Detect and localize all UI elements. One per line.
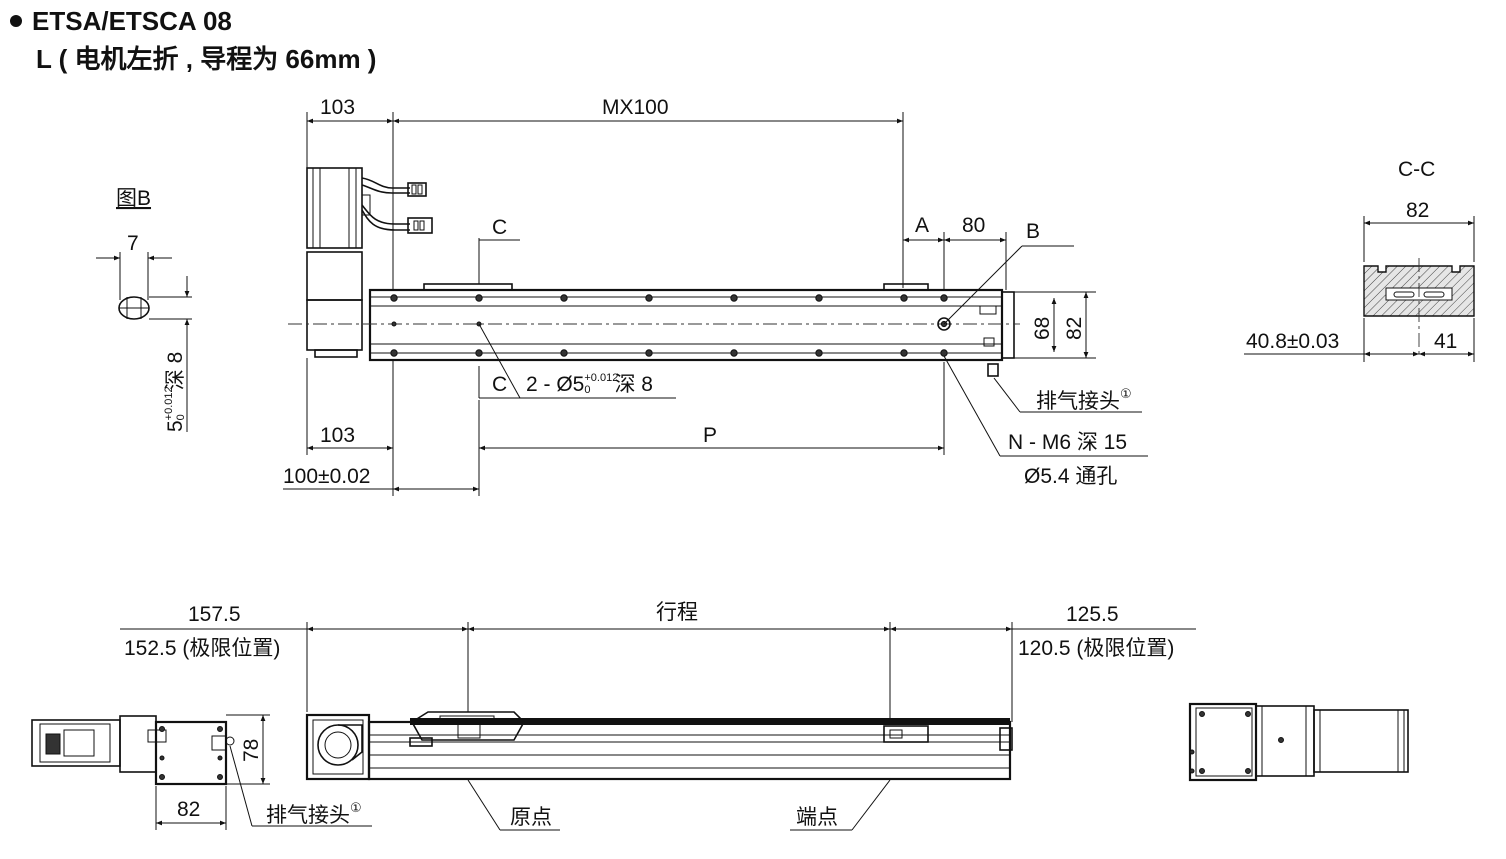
pin-hole-tolerance-lower: 0 — [584, 384, 590, 396]
dim-68: 68 — [1031, 317, 1054, 340]
rail-holes — [390, 294, 997, 357]
label-b: B — [1026, 220, 1040, 243]
through-holes-label: Ø5.4 通孔 — [1024, 465, 1117, 488]
dim-p: P — [703, 424, 717, 447]
end-point-label: 端点 — [796, 806, 838, 829]
end-view-dim-78: 78 — [240, 739, 263, 762]
detail-b-hole-callout: 5+0.0120深 8 — [163, 352, 187, 432]
section-cc-dim-82: 82 — [1406, 199, 1429, 222]
bullet-icon — [10, 15, 22, 28]
page-subtitle: L ( 电机左折 , 导程为 66mm ) — [36, 44, 377, 74]
pin-hole-depth: 深 8 — [614, 373, 653, 396]
dim-right-2: 120.5 (极限位置) — [1018, 637, 1174, 660]
label-c-bottom: C — [492, 373, 507, 396]
page-title-model: ETSA/ETSCA 08 — [10, 6, 232, 36]
dim-left-2: 152.5 (极限位置) — [124, 637, 280, 660]
dim-80: 80 — [962, 214, 985, 237]
section-cc-dim-40-8: 40.8±0.03 — [1246, 330, 1339, 353]
dim-motor-length-bottom: 103 — [320, 424, 355, 447]
model-name: ETSA/ETSCA 08 — [32, 6, 232, 36]
origin-label: 原点 — [510, 806, 552, 829]
detail-b-dim-7: 7 — [127, 232, 139, 255]
air-fitting-label-bottom: 排气接头① — [266, 800, 362, 827]
dim-motor-length-top: 103 — [320, 96, 355, 119]
dim-left-1: 157.5 — [188, 603, 241, 626]
top-view: 103 MX100 A 80 — [283, 96, 1148, 496]
side-view: 157.5 152.5 (极限位置) 行程 125.5 120.5 (极限位置)… — [120, 601, 1196, 831]
pin-hole-tolerance-upper: +0.012 — [584, 372, 618, 384]
end-view-right — [1188, 702, 1409, 782]
section-cc: C-C 82 40.8±0.03 41 — [1244, 158, 1475, 362]
thread-holes-label: N - M6 深 15 — [1008, 431, 1127, 454]
end-view-dim-82: 82 — [177, 798, 200, 821]
section-cc-dim-41: 41 — [1434, 330, 1457, 353]
dim-right-1: 125.5 — [1066, 603, 1119, 626]
dim-82-side: 82 — [1063, 317, 1086, 340]
detail-b: 图B 7 5+0.0120深 8 — [96, 187, 192, 432]
dim-stroke: 行程 — [656, 601, 698, 624]
dim-mx: MX100 — [602, 96, 669, 119]
pin-hole-size: 2 - Ø5 — [526, 373, 584, 396]
detail-b-title: 图B — [116, 187, 151, 210]
air-fitting-label-top: 排气接头① — [1036, 386, 1132, 413]
end-view-left: 78 82 排气接头① — [31, 714, 372, 830]
dim-100: 100±0.02 — [283, 465, 370, 488]
dim-a: A — [915, 214, 929, 237]
section-cc-title: C-C — [1398, 158, 1435, 181]
label-c-top: C — [492, 216, 507, 239]
